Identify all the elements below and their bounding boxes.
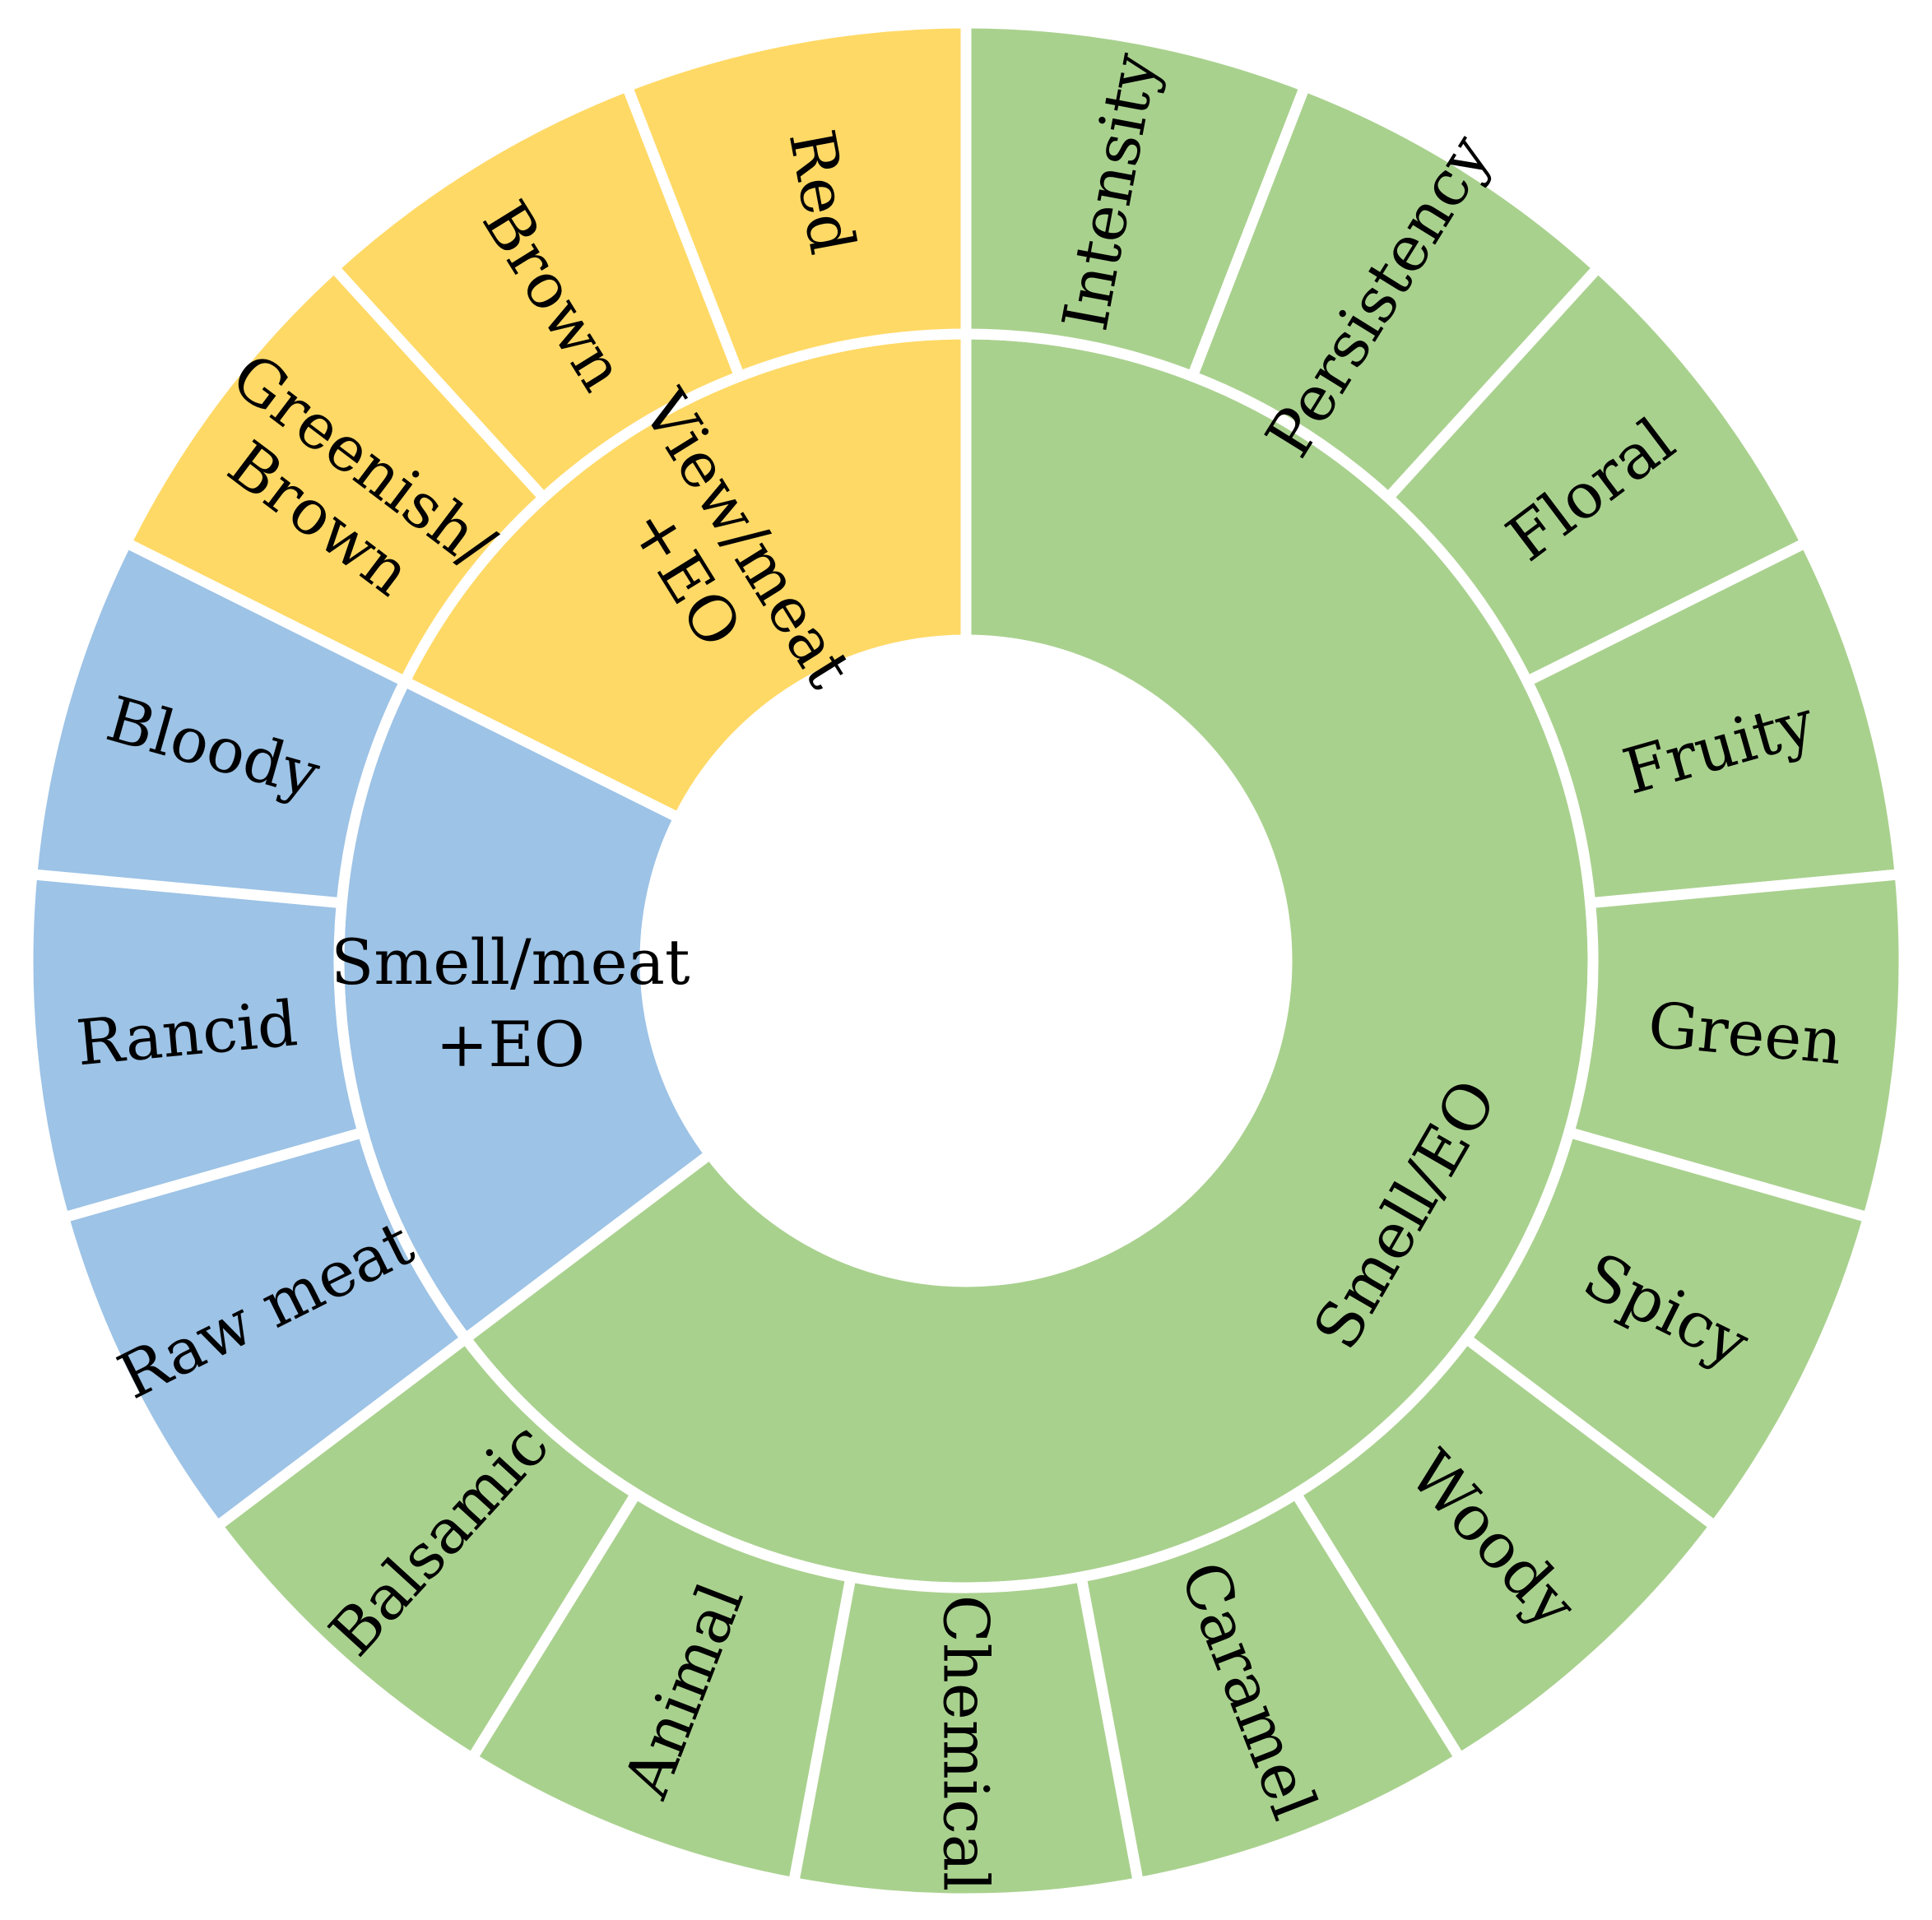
outer-chemical-label-group: Chemical (930, 1595, 1003, 1892)
outer-green-label: Green (1645, 988, 1845, 1078)
inner-smell-meat-eo-label-group: Smell/meat +EO (331, 925, 690, 1081)
segments-layer (22, 17, 1910, 1904)
outer-green-label-group: Green (1645, 988, 1845, 1078)
outer-chemical-label: Chemical (930, 1595, 1003, 1892)
outer-segment-red (620, 17, 972, 383)
inner-smell-meat-eo-label-line-1: Smell/meat (331, 925, 690, 999)
inner-smell-meat-eo-label-line-2: +EO (436, 1008, 585, 1081)
